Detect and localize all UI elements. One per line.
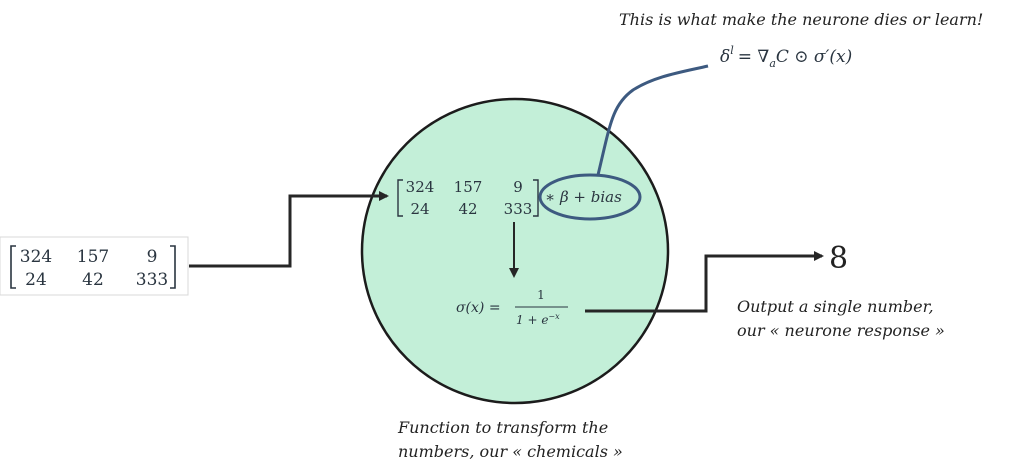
output-caption-line1: Output a single number,	[737, 297, 934, 316]
input-cell: 333	[136, 270, 168, 290]
function-caption-line2: numbers, our « chemicals »	[398, 442, 623, 461]
inner-cell: 333	[504, 200, 533, 218]
sigmoid-lhs: σ(x) =	[456, 300, 501, 316]
inner-matrix: 324 157 9 24 42 333	[397, 178, 539, 218]
input-cell: 157	[77, 247, 109, 267]
input-matrix: 324 157 9 24 42 333	[0, 236, 189, 296]
operation-highlight	[538, 173, 642, 221]
input-matrix-left-bracket	[10, 245, 16, 289]
backprop-formula: δl= ∇aC ⊙ σ′(x)	[720, 44, 852, 70]
inner-cell: 157	[454, 178, 483, 196]
input-cell: 42	[82, 270, 104, 290]
inner-matrix-left-bracket	[397, 179, 403, 217]
function-caption-line1: Function to transform the	[397, 418, 608, 437]
inner-cell: 24	[410, 200, 429, 218]
inner-cell: 324	[406, 178, 435, 196]
highlight-connector-curve	[596, 64, 709, 176]
operation-label: ∗ β + bias	[545, 188, 622, 206]
inner-matrix-right-bracket	[533, 179, 539, 217]
sigmoid-denominator: 1 + e−x	[516, 312, 560, 327]
output-value: 8	[829, 241, 848, 276]
inner-cell: 9	[513, 178, 523, 196]
input-cell: 24	[25, 270, 47, 290]
sigmoid-numerator: 1	[537, 288, 545, 302]
annotation-title: This is what make the neurone dies or le…	[619, 10, 983, 29]
input-cell: 324	[20, 247, 52, 267]
input-matrix-right-bracket	[170, 245, 176, 289]
output-caption-line2: our « neurone response »	[737, 321, 945, 340]
sigmoid-formula: σ(x) = 1 1 + e−x	[456, 288, 568, 327]
output-connector-arrow	[585, 251, 824, 313]
input-connector-arrow	[189, 191, 389, 268]
input-cell: 9	[147, 247, 158, 267]
inner-cell: 42	[458, 200, 477, 218]
